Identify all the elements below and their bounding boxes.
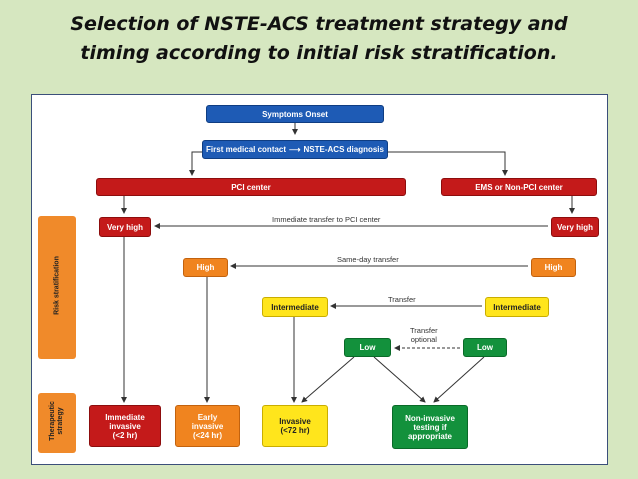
therapeutic-strategy-sidebar: Therapeutic strategy (38, 393, 76, 453)
ems-non-pci-box: EMS or Non-PCI center (441, 178, 597, 196)
therapeutic-strategy-line2: strategy (57, 407, 64, 435)
immediate-invasive-line1: Immediate (105, 412, 145, 422)
slide-title: Selection of NSTE-ACS treatment strategy… (0, 10, 638, 68)
risk-stratification-sidebar: Risk stratification (38, 216, 76, 359)
first-contact-box: First medical contact ⟶ NSTE-ACS diagnos… (202, 140, 388, 159)
ems-non-pci-label: EMS or Non-PCI center (475, 182, 563, 192)
low-label-right: Low (477, 343, 493, 352)
immediate-invasive-box: Immediate invasive (<2 hr) (89, 405, 161, 447)
slide-title-line1: Selection of NSTE-ACS treatment strategy… (70, 13, 568, 35)
very-high-label-left: Very high (106, 222, 143, 232)
pci-center-label: PCI center (231, 182, 271, 192)
invasive-line2: (<72 hr) (280, 426, 310, 435)
flow-arrow-glyph: ⟶ (289, 145, 301, 154)
intermediate-box-right: Intermediate (485, 297, 549, 317)
slide-title-line2: timing according to initial risk stratif… (80, 42, 558, 64)
very-high-label-right: Very high (556, 222, 593, 232)
early-invasive-line1: Early (197, 412, 218, 422)
transfer-optional-line2: optional (410, 335, 437, 344)
immediate-invasive-line2: invasive (109, 421, 141, 431)
noninvasive-line3: appropriate (407, 431, 452, 441)
early-invasive-box: Early invasive (<24 hr) (175, 405, 240, 447)
immediate-transfer-label: Immediate transfer to PCI center (272, 215, 381, 224)
flowchart-panel: Symptoms Onset First medical contact ⟶ N… (31, 94, 608, 465)
low-label-left: Low (359, 343, 376, 352)
first-contact-label: First medical contact (206, 145, 287, 154)
high-label-right: High (544, 263, 563, 272)
intermediate-label-right: Intermediate (493, 302, 541, 312)
intermediate-label-left: Intermediate (271, 302, 319, 312)
noninvasive-line2: testing if (413, 422, 447, 432)
very-high-box-right: Very high (551, 217, 599, 237)
intermediate-box-left: Intermediate (262, 297, 328, 317)
therapeutic-strategy-label: Therapeutic strategy (49, 394, 65, 448)
very-high-box-left: Very high (99, 217, 151, 237)
high-label-left: High (196, 263, 215, 272)
arrow-low-to-noninvasive (373, 356, 426, 403)
low-box-left: Low (344, 338, 391, 357)
arrow-contact-to-pci (189, 151, 202, 176)
nste-diagnosis-label: NSTE-ACS diagnosis (303, 145, 384, 154)
same-day-transfer-label: Same-day transfer (337, 255, 399, 264)
invasive-box: Invasive (<72 hr) (262, 405, 328, 447)
symptoms-onset-box: Symptoms Onset (206, 105, 384, 123)
early-invasive-line3: (<24 hr) (192, 430, 223, 440)
noninvasive-box: Non-invasive testing if appropriate (392, 405, 468, 449)
arrow-contact-to-ems (388, 151, 508, 176)
connector-layer (121, 123, 575, 403)
low-box-right: Low (463, 338, 507, 357)
high-box-right: High (531, 258, 576, 277)
noninvasive-line1: Non-invasive (405, 413, 455, 423)
risk-stratification-label: Risk stratification (53, 256, 61, 315)
immediate-invasive-line3: (<2 hr) (112, 430, 138, 440)
pci-center-box: PCI center (96, 178, 406, 196)
transfer-optional-line1: Transfer (410, 326, 438, 335)
early-invasive-line2: invasive (191, 421, 224, 431)
arrow-lowright-to-noninvasive (433, 356, 485, 403)
high-box-left: High (183, 258, 228, 277)
therapeutic-strategy-line1: Therapeutic (49, 401, 56, 441)
transfer-optional-label: Transfer optional (410, 326, 438, 344)
arrow-low-to-invasive (301, 356, 355, 403)
invasive-line1: Invasive (279, 417, 311, 426)
symptoms-onset-label: Symptoms Onset (262, 109, 328, 119)
transfer-label: Transfer (388, 295, 416, 304)
